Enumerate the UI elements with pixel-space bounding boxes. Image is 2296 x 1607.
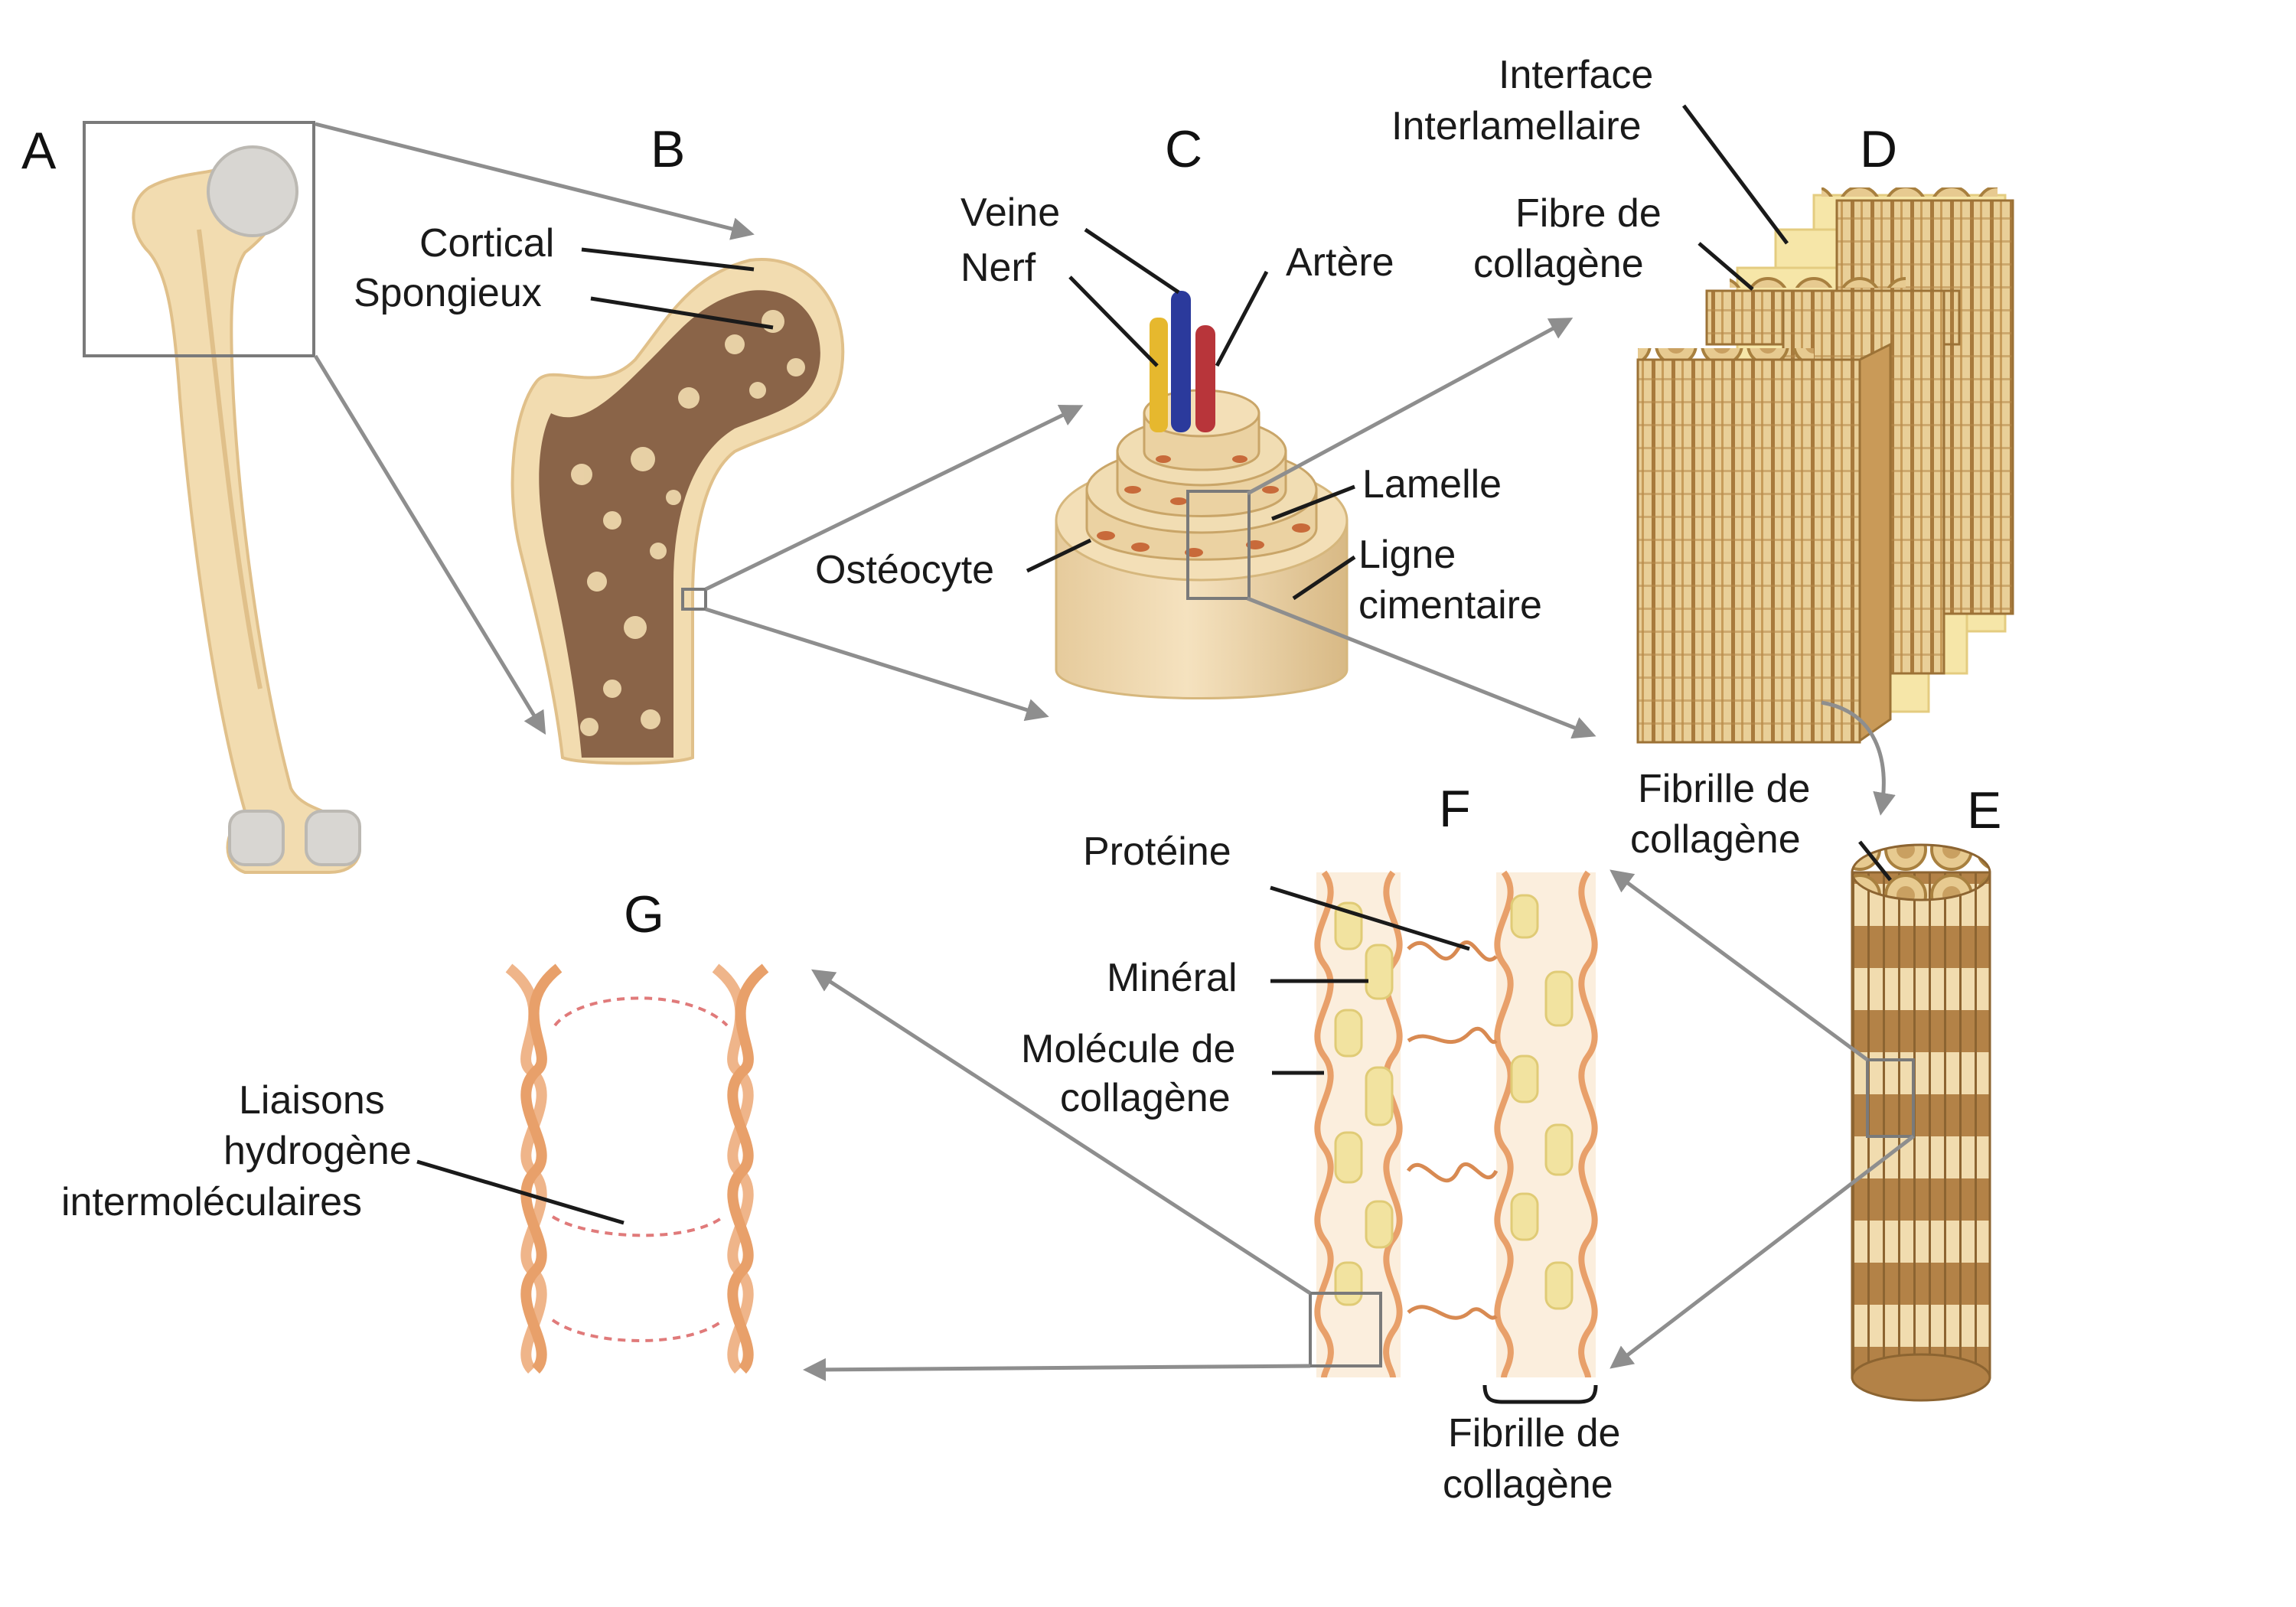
- zoom-arrow-b-bottom: [705, 607, 1049, 722]
- zoom-arrow-c-top: [1246, 318, 1574, 496]
- leader-fibrille-e: [1858, 840, 1892, 882]
- zoom-arrow-f-bottom: [803, 1358, 1311, 1381]
- zoom-arrow-f-top: [810, 969, 1312, 1296]
- label-fibre-2: collagène: [1473, 242, 1644, 286]
- collagen-fibre-bundle-illustration: [1851, 843, 1991, 1402]
- zoom-arrow-a-bottom: [313, 354, 546, 735]
- leader-spongieux: [590, 296, 774, 330]
- label-artere: Artère: [1286, 240, 1394, 285]
- label-molecule-2: collagène: [1060, 1076, 1231, 1120]
- label-nerf: Nerf: [960, 246, 1036, 290]
- femur-section-illustration: [510, 258, 845, 765]
- panel-label-g: G: [624, 885, 664, 944]
- zoom-arrow-b-top: [704, 405, 1084, 592]
- leader-interface: [1682, 104, 1789, 245]
- zoom-box-fibril: [1866, 1058, 1915, 1138]
- panel-label-c: C: [1165, 120, 1202, 178]
- label-mineral: Minéral: [1107, 956, 1238, 1000]
- zoom-box-cortical: [681, 588, 707, 611]
- label-interface-1: Interface: [1499, 53, 1653, 97]
- panel-label-d: D: [1860, 120, 1897, 178]
- leader-ligne: [1292, 555, 1356, 601]
- label-liaisons-1: Liaisons: [239, 1078, 385, 1123]
- zoom-arrow-e-bottom: [1609, 1135, 1915, 1369]
- label-interface-2: Interlamellaire: [1391, 104, 1642, 148]
- label-fibrille-f-2: collagène: [1443, 1462, 1613, 1507]
- osteon-illustration: [1055, 291, 1349, 699]
- label-fibrille-e-2: collagène: [1630, 817, 1801, 862]
- zoom-box-femur-head: [83, 121, 315, 357]
- label-molecule-1: Molécule de: [1021, 1027, 1235, 1071]
- label-proteine: Protéine: [1083, 830, 1231, 874]
- lamellar-stack-illustration: [1636, 187, 2014, 744]
- zoom-box-lamella: [1186, 490, 1251, 600]
- panel-label-a: A: [21, 122, 57, 180]
- leader-cortical: [581, 247, 755, 272]
- leader-proteine: [1270, 885, 1470, 951]
- label-spongieux: Spongieux: [354, 271, 542, 315]
- panel-label-f: F: [1439, 780, 1471, 838]
- leader-lamelle: [1271, 484, 1355, 521]
- label-fibre-1: Fibre de: [1515, 191, 1662, 236]
- arrow-d-to-e: [1821, 700, 1896, 816]
- zoom-arrow-a-top: [315, 122, 755, 240]
- mineralized-fibrils-illustration: [1314, 870, 1598, 1378]
- zoom-arrow-e-top: [1609, 869, 1869, 1062]
- panel-label-b: B: [651, 120, 685, 178]
- label-ligne-2: cimentaire: [1358, 583, 1542, 627]
- leader-veine: [1084, 227, 1180, 295]
- femur-illustration: [132, 145, 361, 874]
- label-cortical: Cortical: [419, 221, 554, 266]
- leader-fibre: [1698, 242, 1754, 291]
- label-fibrille-e-1: Fibrille de: [1638, 767, 1810, 811]
- zoom-box-molecule: [1309, 1292, 1382, 1367]
- leader-liaisons: [416, 1159, 625, 1225]
- triple-helix-illustration: [505, 963, 769, 1374]
- leader-nerf: [1068, 275, 1159, 367]
- label-veine: Veine: [960, 191, 1060, 235]
- label-lamelle: Lamelle: [1362, 462, 1502, 507]
- label-fibrille-f-1: Fibrille de: [1448, 1411, 1620, 1455]
- label-ligne-1: Ligne: [1358, 533, 1456, 577]
- panel-label-e: E: [1967, 781, 2001, 839]
- label-liaisons-3: intermoléculaires: [61, 1180, 362, 1224]
- label-liaisons-2: hydrogène: [223, 1129, 412, 1173]
- label-osteocyte: Ostéocyte: [815, 548, 994, 592]
- leader-artere: [1215, 270, 1269, 367]
- fibril-bracket: [1482, 1384, 1598, 1404]
- leader-osteocyte: [1026, 538, 1092, 573]
- zoom-arrow-c-bottom: [1247, 596, 1596, 739]
